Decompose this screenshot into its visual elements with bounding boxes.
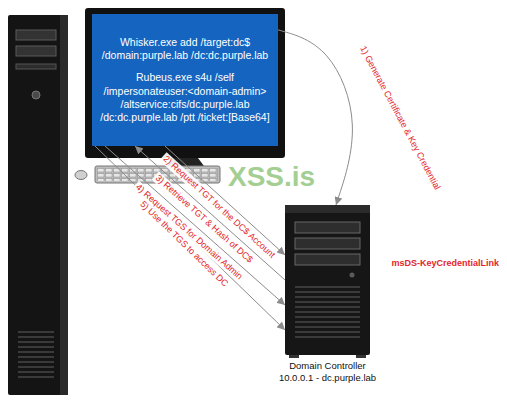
terminal-screen: Whisker.exe add /target:dc$ /domain:purp… — [92, 14, 278, 146]
attribute-label: msDS-KeyCredentialLink — [391, 258, 499, 268]
monitor — [85, 8, 285, 166]
node-caption: Domain Controller10.0.0.1 - dc.purple.la… — [279, 360, 376, 385]
server-box: Domain Controller10.0.0.1 - dc.purple.la… — [285, 205, 370, 355]
node-caption-text: Domain Controller — [279, 360, 376, 372]
step-label: 4) Request TGS for Domain Admin — [132, 180, 246, 283]
command-text: Rubeus.exe s4u /self /impersonateuser:<d… — [98, 71, 272, 124]
watermark: XSS.is — [228, 161, 315, 193]
node-caption-text: 10.0.0.1 - dc.purple.lab — [279, 372, 376, 384]
tower-pc — [8, 15, 68, 395]
command-text: Whisker.exe add /target:dc$ /domain:purp… — [98, 36, 272, 62]
server — [285, 205, 370, 358]
mouse — [75, 171, 87, 180]
step-label: 1) Generate Certificate & Key Credential — [356, 43, 443, 194]
